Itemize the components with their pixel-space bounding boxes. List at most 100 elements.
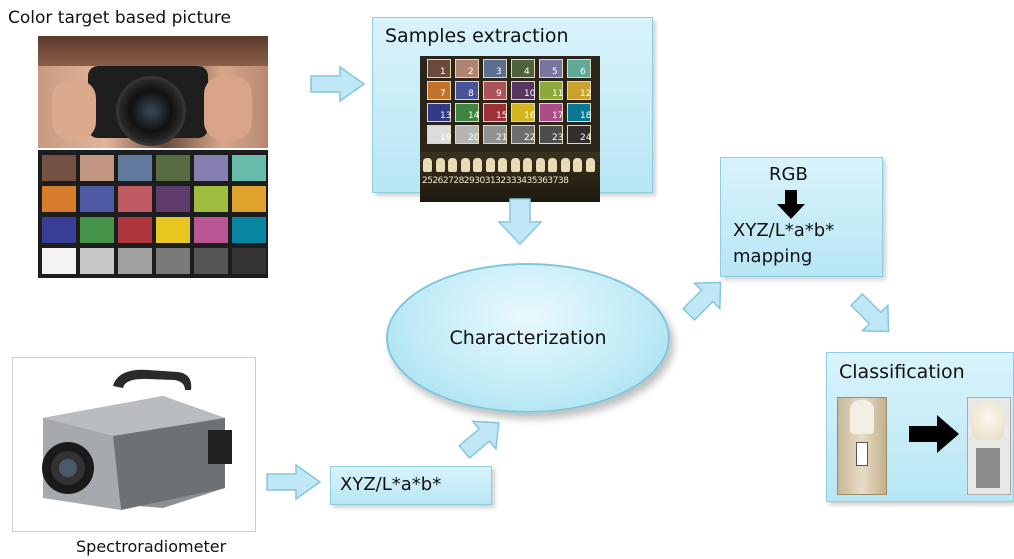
shade-tab-handle xyxy=(976,448,1000,488)
tooth-shade xyxy=(548,158,557,172)
tooth-shade xyxy=(460,158,470,172)
mapping-line1: XYZ/L*a*b* xyxy=(733,220,835,241)
checker-patch xyxy=(118,155,152,181)
sample-patch xyxy=(567,125,591,144)
tooth-shade xyxy=(510,158,520,172)
sample-patch xyxy=(483,59,507,78)
sample-patch xyxy=(539,125,563,144)
checker-patch xyxy=(194,155,228,181)
tooth-shade xyxy=(473,158,482,172)
tooth-shade xyxy=(523,158,532,172)
arrow-characterization-to-mapping xyxy=(682,281,722,321)
checker-patch xyxy=(118,186,152,212)
classification-box: Classification xyxy=(826,352,1014,502)
checker-patch xyxy=(80,186,114,212)
sample-number: 17 xyxy=(552,111,564,121)
left-hand xyxy=(52,80,96,140)
tooth-shade xyxy=(498,158,507,172)
sample-patch xyxy=(567,103,591,122)
sample-number: 8 xyxy=(468,89,474,99)
characterization-label: Characterization xyxy=(449,327,607,349)
xyz-output-box: XYZ/L*a*b* xyxy=(330,466,492,505)
sample-patch xyxy=(427,59,451,78)
tooth-sample-before xyxy=(837,397,887,495)
color-checker-chart xyxy=(38,150,268,278)
sample-patch xyxy=(539,81,563,100)
checker-patch xyxy=(232,217,266,243)
sample-number: 2 xyxy=(468,67,474,77)
sample-patch xyxy=(511,103,535,122)
hair-region xyxy=(38,36,268,66)
tooth-shade xyxy=(585,158,595,172)
rgb-label: RGB xyxy=(769,164,808,185)
checker-patch xyxy=(42,186,76,212)
arrow-mapping-to-classification xyxy=(850,293,890,333)
sample-patch xyxy=(483,103,507,122)
sample-patch xyxy=(483,125,507,144)
arrow-samples-to-characterization xyxy=(497,198,543,246)
sample-number: 6 xyxy=(580,67,586,77)
tooth-shade xyxy=(435,158,445,172)
camera-photo xyxy=(38,36,268,148)
tooth-shade xyxy=(485,158,495,172)
mapping-box: RGB XYZ/L*a*b* mapping xyxy=(720,157,883,277)
spectroradiometer-device xyxy=(42,369,232,510)
checker-patch xyxy=(118,248,152,274)
checker-patch xyxy=(118,217,152,243)
sample-patch xyxy=(455,125,479,144)
right-hand xyxy=(204,76,252,140)
sample-number: 9 xyxy=(496,89,502,99)
classification-title: Classification xyxy=(839,361,965,383)
color-target-caption: Color target based picture xyxy=(8,8,231,28)
sample-patch xyxy=(427,125,451,144)
sample-patch xyxy=(567,81,591,100)
checker-patch xyxy=(156,217,190,243)
spectroradiometer-photo xyxy=(12,357,256,532)
sample-patch xyxy=(427,81,451,100)
checker-patch xyxy=(80,248,114,274)
sample-number: 18 xyxy=(580,111,592,121)
checker-patch xyxy=(156,248,190,274)
mapping-line2: mapping xyxy=(733,246,813,267)
sample-number: 20 xyxy=(468,133,480,143)
tooth-shade xyxy=(560,158,570,172)
checker-patch xyxy=(194,186,228,212)
sample-patch xyxy=(455,59,479,78)
sample-number: 13 xyxy=(440,111,452,121)
checker-patch xyxy=(42,155,76,181)
checker-patch xyxy=(232,186,266,212)
tooth-crown-before xyxy=(850,400,874,434)
sample-patch xyxy=(511,125,535,144)
sample-patch xyxy=(539,103,563,122)
sample-number: 12 xyxy=(580,89,592,99)
sample-number: 19 xyxy=(440,133,452,143)
checker-patch xyxy=(156,186,190,212)
checker-patch xyxy=(80,155,114,181)
tooth-shade xyxy=(573,158,582,172)
sample-patch xyxy=(567,59,591,78)
arrow-spectroradiometer-to-xyz xyxy=(266,463,322,501)
sample-number: 10 xyxy=(524,89,536,99)
checker-patch xyxy=(80,217,114,243)
sample-number: 14 xyxy=(468,111,480,121)
sample-number: 3 xyxy=(496,67,502,77)
sample-patch xyxy=(511,59,535,78)
sample-patch xyxy=(455,103,479,122)
checker-patch xyxy=(194,248,228,274)
sample-number: 22 xyxy=(524,133,536,143)
sample-patch xyxy=(539,59,563,78)
arrow-picture-to-samples xyxy=(310,65,366,103)
sample-number: 4 xyxy=(524,67,530,77)
sample-patch xyxy=(511,81,535,100)
tooth-crown-after xyxy=(972,402,1004,440)
checker-patch xyxy=(42,217,76,243)
sample-number: 7 xyxy=(440,89,446,99)
tooth-shade xyxy=(448,158,457,172)
samples-extraction-title: Samples extraction xyxy=(385,25,569,47)
characterization-node: Characterization xyxy=(386,263,670,413)
sample-number: 5 xyxy=(552,67,558,77)
sample-patch xyxy=(483,81,507,100)
tooth-shade-after xyxy=(967,397,1011,495)
